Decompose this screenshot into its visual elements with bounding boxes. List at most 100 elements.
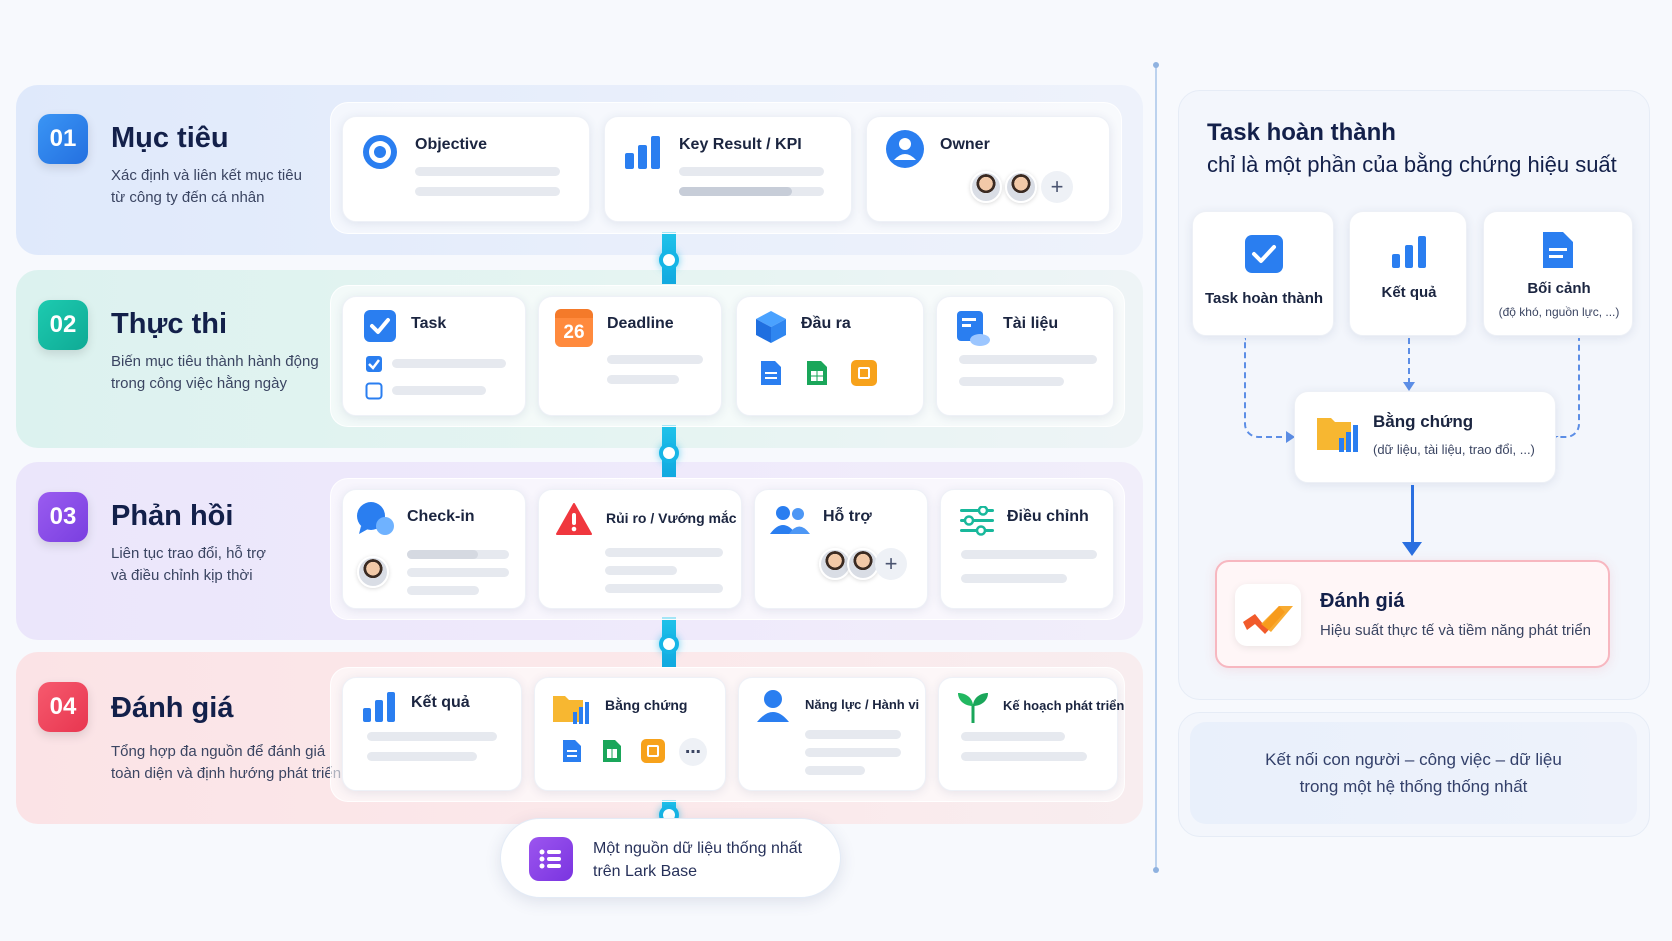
document-card[interactable]: Tài liệu: [936, 296, 1114, 416]
arrow-head: [1286, 431, 1295, 443]
placeholder-bar: [407, 568, 509, 577]
stage-number: 01: [38, 114, 88, 164]
stage-desc-line: Liên tục trao đổi, hỗ trợ: [111, 545, 266, 562]
panel-title-line: Task hoàn thành: [1207, 119, 1396, 146]
check-in-card[interactable]: Check-in: [342, 489, 526, 609]
card-sublabel: (dữ liệu, tài liệu, trao đổi, ...): [1373, 442, 1535, 457]
document-icon: [1543, 232, 1573, 268]
competency-card[interactable]: Năng lực / Hành vi: [738, 677, 926, 791]
panel-title-line: chỉ là một phần của bằng chứng hiệu suất: [1207, 152, 1617, 177]
cube-icon: [756, 311, 786, 343]
checked-box-icon[interactable]: [365, 355, 383, 373]
card-label: Kế hoạch phát triển: [1003, 698, 1125, 713]
placeholder-bar: [392, 386, 486, 395]
spreadsheet-icon: [603, 740, 621, 762]
flow-node: [659, 250, 679, 270]
evaluation-card[interactable]: Đánh giá Hiệu suất thực tế và tiềm năng …: [1215, 560, 1610, 668]
lark-logo-icon: [1235, 584, 1301, 646]
stage-title: Thực thi: [111, 308, 228, 340]
support-card[interactable]: Hỗ trợ +: [754, 489, 928, 609]
unchecked-box-icon[interactable]: [365, 382, 383, 400]
completed-task-card[interactable]: Task hoàn thành: [1192, 211, 1334, 336]
stage-desc: Xác định và liên kết mục tiêu từ công ty…: [111, 165, 341, 209]
card-label: Objective: [415, 136, 488, 153]
output-card[interactable]: Đầu ra: [736, 296, 924, 416]
footer-line: trong một hệ thống thống nhất: [1299, 777, 1528, 796]
arrow-head: [1402, 542, 1422, 556]
card-sublabel: Hiệu suất thực tế và tiềm năng phát triể…: [1320, 622, 1592, 639]
key-result-card[interactable]: Key Result / KPI: [604, 116, 852, 222]
card-label: Năng lực / Hành vi: [805, 697, 920, 712]
flow-node: [659, 634, 679, 654]
slides-icon: [641, 739, 665, 763]
risk-card[interactable]: Rủi ro / Vướng mắc: [538, 489, 742, 609]
evidence-card[interactable]: Bằng chứng ⋯: [534, 677, 726, 791]
card-label: Đầu ra: [801, 315, 851, 332]
document-icon: [761, 361, 781, 385]
evidence-summary-card[interactable]: Bằng chứng (dữ liệu, tài liệu, trao đổi,…: [1294, 391, 1556, 483]
placeholder-bar: [407, 586, 479, 595]
deadline-card[interactable]: 26 Deadline: [538, 296, 722, 416]
result-evidence-card[interactable]: Kết quả: [1349, 211, 1467, 336]
flow-arrow-dashed: [1244, 338, 1294, 438]
flow-arrow-solid: [1411, 485, 1414, 546]
stage-title: Mục tiêu: [111, 122, 229, 154]
placeholder-bar: [607, 375, 679, 384]
bar-chart-icon: [363, 692, 395, 722]
placeholder-bar: [607, 355, 703, 364]
flow-arrow-dashed: [1408, 338, 1410, 384]
placeholder-bar: [679, 167, 824, 176]
stage-desc-line: trong công việc hằng ngày: [111, 375, 287, 392]
placeholder-bar: [415, 187, 560, 196]
objective-card[interactable]: Objective: [342, 116, 590, 222]
users-icon: [770, 506, 810, 534]
data-source-text: Một nguồn dữ liệu thống nhất trên Lark B…: [593, 837, 802, 883]
card-label: Task hoàn thành: [1204, 290, 1324, 307]
data-source-line: trên Lark Base: [593, 863, 698, 880]
sprout-icon: [958, 693, 988, 723]
card-label: Hỗ trợ: [823, 508, 872, 525]
placeholder-bar: [605, 584, 723, 593]
flow-node: [659, 443, 679, 463]
add-supporter-button[interactable]: +: [875, 548, 907, 580]
stage-desc-line: Biến mục tiêu thành hành động: [111, 353, 319, 370]
owner-card[interactable]: Owner +: [866, 116, 1110, 222]
stage-number: 04: [38, 682, 88, 732]
target-icon: [363, 135, 397, 169]
stage-desc-line: Xác định và liên kết mục tiêu: [111, 167, 302, 184]
card-label: Điều chỉnh: [1007, 508, 1089, 525]
placeholder-bar: [415, 167, 560, 176]
placeholder-bar: [805, 766, 865, 775]
context-card[interactable]: Bối cảnh (độ khó, nguồn lực, ...): [1483, 211, 1633, 336]
data-source-line: Một nguồn dữ liệu thống nhất: [593, 840, 803, 857]
avatar: [847, 548, 879, 580]
card-label: Key Result / KPI: [679, 136, 802, 153]
result-card[interactable]: Kết quả: [342, 677, 522, 791]
stage-desc: Liên tục trao đổi, hỗ trợ và điều chỉnh …: [111, 543, 341, 587]
task-card[interactable]: Task: [342, 296, 526, 416]
cloud-document-icon: [957, 311, 990, 346]
avatar: [819, 548, 851, 580]
calendar-day: 26: [555, 318, 593, 347]
placeholder-bar: [407, 550, 509, 559]
stage-title: Đánh giá: [111, 692, 234, 724]
card-label: Rủi ro / Vướng mắc: [606, 510, 737, 526]
placeholder-bar: [605, 548, 723, 557]
card-label: Bối cảnh: [1527, 280, 1591, 297]
card-label: Owner: [940, 136, 990, 153]
sliders-icon: [960, 506, 994, 536]
panel-title: Task hoàn thành chỉ là một phần của bằng…: [1207, 117, 1617, 181]
development-plan-card[interactable]: Kế hoạch phát triển: [938, 677, 1124, 791]
placeholder-bar: [392, 359, 506, 368]
stage-desc: Biến mục tiêu thành hành động trong công…: [111, 351, 341, 395]
more-icon[interactable]: ⋯: [679, 738, 707, 766]
card-sublabel: (độ khó, nguồn lực, ...): [1498, 305, 1620, 319]
card-label: Task: [411, 315, 447, 332]
stage-title: Phản hồi: [111, 500, 234, 532]
avatar: [970, 171, 1002, 203]
flow-arrow-dashed: [1556, 338, 1580, 438]
add-owner-button[interactable]: +: [1041, 171, 1073, 203]
adjust-card[interactable]: Điều chỉnh: [940, 489, 1114, 609]
card-label: Kết quả: [1381, 284, 1437, 301]
section-divider: [1153, 62, 1159, 873]
